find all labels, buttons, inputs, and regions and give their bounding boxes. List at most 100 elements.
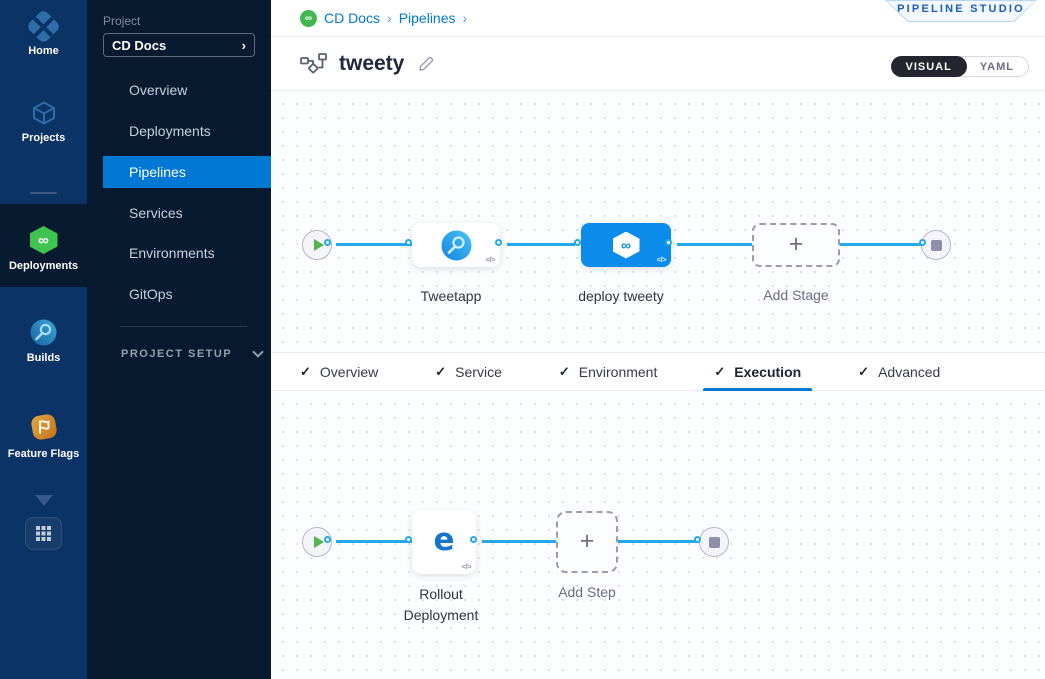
play-icon	[313, 536, 324, 548]
stage-label: deploy tweety	[578, 288, 664, 304]
projects-cube-icon	[32, 101, 55, 125]
chevron-down-icon	[34, 495, 53, 506]
infinity-glyph: ∞	[621, 237, 631, 253]
sidebar-item-gitops[interactable]: GitOps	[87, 278, 271, 310]
pipeline-studio-label: PIPELINE STUDIO	[897, 2, 1025, 15]
add-step-button[interactable]: +	[556, 511, 618, 573]
tab-service[interactable]: ✓ Service	[435, 352, 502, 391]
rollout-deployment-icon: e	[433, 522, 455, 558]
project-setup-toggle[interactable]: PROJECT SETUP	[121, 346, 264, 360]
connector-line	[507, 243, 575, 246]
execution-canvas[interactable]: e </> + Rollout Deployment Add Step	[271, 391, 1045, 679]
stage-label: Tweetapp	[420, 288, 482, 304]
code-icon: </>	[461, 562, 472, 571]
module-rail: Home Projects ∞ Deployments Builds	[0, 0, 87, 679]
stage-node-tweetapp[interactable]: </>	[412, 223, 500, 267]
sidebar-item-label: Overview	[129, 82, 188, 98]
tab-execution[interactable]: ✓ Execution	[703, 352, 813, 391]
plus-icon: +	[788, 229, 804, 258]
connector-line	[336, 243, 412, 246]
rail-item-feature-flags[interactable]: Feature Flags	[0, 412, 87, 460]
tab-label: Overview	[319, 363, 379, 380]
breadcrumb-link-project[interactable]: CD Docs	[324, 10, 381, 26]
tab-label: Execution	[734, 363, 802, 380]
sidebar-item-label: Services	[129, 205, 183, 221]
sidebar-item-environments[interactable]: Environments	[87, 237, 271, 269]
cd-deployments-icon: ∞	[29, 226, 58, 254]
connector-line	[336, 540, 412, 543]
active-tab-underline	[703, 388, 813, 391]
project-label: Project	[103, 14, 141, 28]
rail-item-builds[interactable]: Builds	[0, 319, 87, 364]
project-sidebar: Project CD Docs › Overview Deployments P…	[87, 0, 271, 679]
connector-dot	[405, 536, 412, 543]
add-stage-button[interactable]: +	[752, 223, 840, 267]
build-stage-icon	[441, 230, 471, 260]
rail-divider	[30, 192, 57, 194]
sidebar-item-label: Pipelines	[129, 164, 186, 180]
stop-icon	[708, 536, 720, 548]
rail-more-modules[interactable]	[0, 495, 87, 506]
main-content: ∞ CD Docs › Pipelines › PIPELINE STUDIO …	[271, 0, 1045, 679]
chevron-down-icon	[252, 346, 264, 358]
project-setup-label: PROJECT SETUP	[121, 348, 233, 360]
tab-environment[interactable]: ✓ Environment	[559, 352, 658, 391]
sidebar-item-label: GitOps	[129, 286, 173, 302]
sidebar-item-label: Deployments	[129, 123, 211, 139]
rail-item-home[interactable]: Home	[0, 8, 87, 57]
execution-end-node	[699, 527, 729, 557]
check-icon: ✓	[858, 363, 870, 379]
infinity-glyph: ∞	[304, 12, 313, 24]
connector-dot	[324, 536, 331, 543]
home-icon	[25, 8, 62, 45]
stop-icon	[930, 239, 942, 251]
check-icon: ✓	[300, 363, 311, 379]
pipeline-name: tweety	[339, 51, 405, 75]
module-grid-button[interactable]	[25, 517, 62, 550]
toggle-visual[interactable]: VISUAL	[890, 56, 967, 77]
view-toggle: VISUAL YAML	[890, 56, 1029, 77]
sidebar-item-deployments[interactable]: Deployments	[87, 115, 271, 147]
rail-item-label: Feature Flags	[7, 448, 80, 460]
rail-item-deployments[interactable]: ∞ Deployments	[0, 226, 87, 272]
check-icon: ✓	[714, 363, 726, 379]
connector-dot	[495, 239, 502, 246]
code-icon: </>	[656, 255, 667, 264]
cd-module-icon: ∞	[300, 9, 317, 27]
deploy-stage-icon: ∞	[612, 231, 640, 259]
ci-builds-icon	[30, 319, 57, 346]
step-label: Rollout Deployment	[403, 586, 479, 623]
breadcrumb-separator: ›	[462, 10, 468, 26]
edit-pencil-icon[interactable]	[418, 55, 435, 72]
toggle-yaml[interactable]: YAML	[979, 60, 1014, 73]
plus-icon: +	[579, 526, 595, 555]
connector-dot	[405, 239, 412, 246]
connector-dot	[324, 239, 331, 246]
feature-flags-icon	[30, 414, 57, 440]
sidebar-item-services[interactable]: Services	[87, 197, 271, 229]
infinity-glyph: ∞	[38, 231, 49, 249]
tab-label: Environment	[578, 363, 658, 380]
rail-item-projects[interactable]: Projects	[0, 100, 87, 144]
pipeline-studio-badge: PIPELINE STUDIO	[885, 0, 1037, 22]
pipeline-end-node	[921, 230, 951, 260]
connector-dot	[919, 239, 926, 246]
code-icon: </>	[485, 255, 496, 264]
project-selector[interactable]: CD Docs ›	[103, 33, 255, 57]
check-icon: ✓	[558, 363, 570, 379]
connector-dot	[574, 239, 581, 246]
project-selector-value: CD Docs	[112, 37, 167, 53]
stage-canvas[interactable]: </> ∞ </> + Tweetapp deploy tweety Add S…	[271, 91, 1045, 352]
tab-advanced[interactable]: ✓ Advanced	[858, 352, 940, 391]
check-icon: ✓	[435, 363, 447, 379]
rail-item-label: Projects	[21, 132, 66, 144]
tab-overview[interactable]: ✓ Overview	[300, 352, 378, 391]
tab-label: Advanced	[878, 363, 941, 380]
breadcrumb-link-pipelines[interactable]: Pipelines	[398, 10, 456, 26]
step-node-rollout-deployment[interactable]: e </>	[412, 510, 476, 574]
sidebar-item-pipelines[interactable]: Pipelines	[103, 156, 271, 188]
stage-node-deploy-tweety[interactable]: ∞ </>	[581, 223, 671, 267]
rail-item-label: Home	[28, 45, 59, 57]
chevron-right-icon: ›	[241, 37, 246, 53]
sidebar-item-overview[interactable]: Overview	[87, 74, 271, 106]
